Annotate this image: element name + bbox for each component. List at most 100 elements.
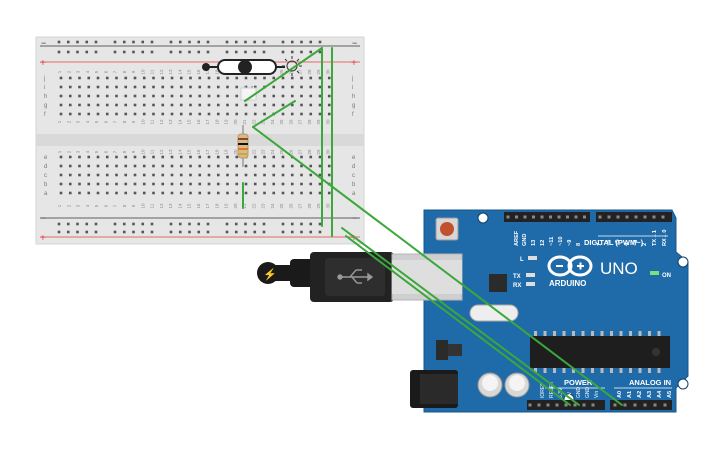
breadboard-hole[interactable]: [87, 173, 91, 177]
breadboard-hole[interactable]: [207, 76, 211, 80]
header-pin[interactable]: [515, 215, 518, 219]
rail-hole[interactable]: [66, 50, 70, 54]
header-pin[interactable]: [663, 403, 667, 407]
breadboard-hole[interactable]: [290, 85, 294, 89]
breadboard-hole[interactable]: [216, 191, 220, 195]
breadboard-hole[interactable]: [216, 164, 220, 168]
rail-hole[interactable]: [122, 50, 126, 54]
breadboard-hole[interactable]: [272, 76, 276, 80]
breadboard-hole[interactable]: [161, 76, 165, 80]
breadboard-hole[interactable]: [189, 155, 192, 159]
rail-hole[interactable]: [132, 230, 135, 234]
breadboard-hole[interactable]: [272, 94, 276, 98]
breadboard-hole[interactable]: [318, 103, 322, 107]
rail-hole[interactable]: [309, 222, 313, 226]
breadboard-hole[interactable]: [179, 112, 183, 116]
breadboard-hole[interactable]: [318, 76, 322, 80]
breadboard-hole[interactable]: [115, 76, 118, 80]
header-pin[interactable]: [652, 215, 656, 219]
rail-hole[interactable]: [281, 40, 285, 44]
breadboard[interactable]: 1111222233334444555566667777888899991010…: [35, 36, 365, 245]
rail-hole[interactable]: [57, 50, 61, 54]
breadboard-hole[interactable]: [115, 94, 118, 98]
breadboard-hole[interactable]: [235, 155, 239, 159]
breadboard-hole[interactable]: [235, 191, 239, 195]
breadboard-hole[interactable]: [161, 164, 165, 168]
breadboard-hole[interactable]: [253, 164, 257, 168]
breadboard-hole[interactable]: [244, 76, 248, 80]
breadboard-hole[interactable]: [115, 85, 118, 89]
breadboard-hole[interactable]: [263, 94, 266, 98]
rail-hole[interactable]: [178, 40, 182, 44]
breadboard-hole[interactable]: [253, 173, 257, 177]
rail-hole[interactable]: [244, 222, 247, 226]
breadboard-hole[interactable]: [300, 182, 303, 186]
header-pin[interactable]: [634, 215, 638, 219]
rail-hole[interactable]: [309, 40, 313, 44]
breadboard-hole[interactable]: [281, 103, 285, 107]
breadboard-hole[interactable]: [272, 164, 276, 168]
rail-hole[interactable]: [94, 222, 98, 226]
breadboard-hole[interactable]: [78, 85, 81, 89]
header-pin[interactable]: [607, 215, 611, 219]
breadboard-hole[interactable]: [179, 164, 183, 168]
breadboard-hole[interactable]: [87, 85, 91, 89]
header-pin[interactable]: [582, 403, 586, 407]
breadboard-hole[interactable]: [152, 85, 155, 89]
breadboard-hole[interactable]: [115, 155, 118, 159]
breadboard-hole[interactable]: [253, 85, 257, 89]
breadboard-hole[interactable]: [189, 164, 192, 168]
breadboard-hole[interactable]: [59, 191, 63, 195]
breadboard-hole[interactable]: [216, 173, 220, 177]
breadboard-hole[interactable]: [170, 85, 174, 89]
breadboard-hole[interactable]: [68, 182, 72, 186]
breadboard-hole[interactable]: [179, 182, 183, 186]
breadboard-hole[interactable]: [133, 85, 137, 89]
breadboard-hole[interactable]: [142, 173, 146, 177]
breadboard-hole[interactable]: [327, 103, 331, 107]
breadboard-hole[interactable]: [226, 164, 229, 168]
breadboard-hole[interactable]: [68, 94, 72, 98]
breadboard-hole[interactable]: [170, 76, 174, 80]
breadboard-hole[interactable]: [318, 155, 322, 159]
breadboard-hole[interactable]: [189, 94, 192, 98]
breadboard-hole[interactable]: [133, 173, 137, 177]
breadboard-hole[interactable]: [207, 173, 211, 177]
rail-hole[interactable]: [262, 230, 266, 234]
breadboard-hole[interactable]: [226, 173, 229, 177]
breadboard-hole[interactable]: [78, 191, 81, 195]
breadboard-hole[interactable]: [272, 182, 276, 186]
breadboard-hole[interactable]: [235, 164, 239, 168]
rail-hole[interactable]: [85, 50, 89, 54]
rail-hole[interactable]: [244, 50, 247, 54]
analog-header[interactable]: [610, 400, 672, 410]
breadboard-hole[interactable]: [198, 112, 202, 116]
breadboard-hole[interactable]: [226, 112, 229, 116]
header-pin[interactable]: [643, 215, 647, 219]
breadboard-hole[interactable]: [133, 103, 137, 107]
breadboard-hole[interactable]: [59, 155, 63, 159]
rail-hole[interactable]: [169, 50, 173, 54]
breadboard-hole[interactable]: [96, 155, 100, 159]
rail-hole[interactable]: [300, 50, 303, 54]
breadboard-hole[interactable]: [263, 182, 266, 186]
breadboard-hole[interactable]: [235, 94, 239, 98]
header-pin[interactable]: [557, 215, 561, 219]
breadboard-hole[interactable]: [290, 103, 294, 107]
rail-hole[interactable]: [188, 50, 191, 54]
breadboard-hole[interactable]: [152, 173, 155, 177]
breadboard-hole[interactable]: [226, 94, 229, 98]
header-pin[interactable]: [643, 403, 647, 407]
breadboard-hole[interactable]: [281, 85, 285, 89]
breadboard-hole[interactable]: [115, 112, 118, 116]
rail-hole[interactable]: [300, 40, 303, 44]
breadboard-hole[interactable]: [87, 155, 91, 159]
rail-hole[interactable]: [150, 222, 154, 226]
breadboard-hole[interactable]: [300, 191, 303, 195]
breadboard-hole[interactable]: [59, 85, 63, 89]
breadboard-hole[interactable]: [244, 191, 248, 195]
breadboard-hole[interactable]: [105, 112, 109, 116]
breadboard-hole[interactable]: [216, 155, 220, 159]
breadboard-hole[interactable]: [59, 103, 63, 107]
breadboard-hole[interactable]: [263, 112, 266, 116]
